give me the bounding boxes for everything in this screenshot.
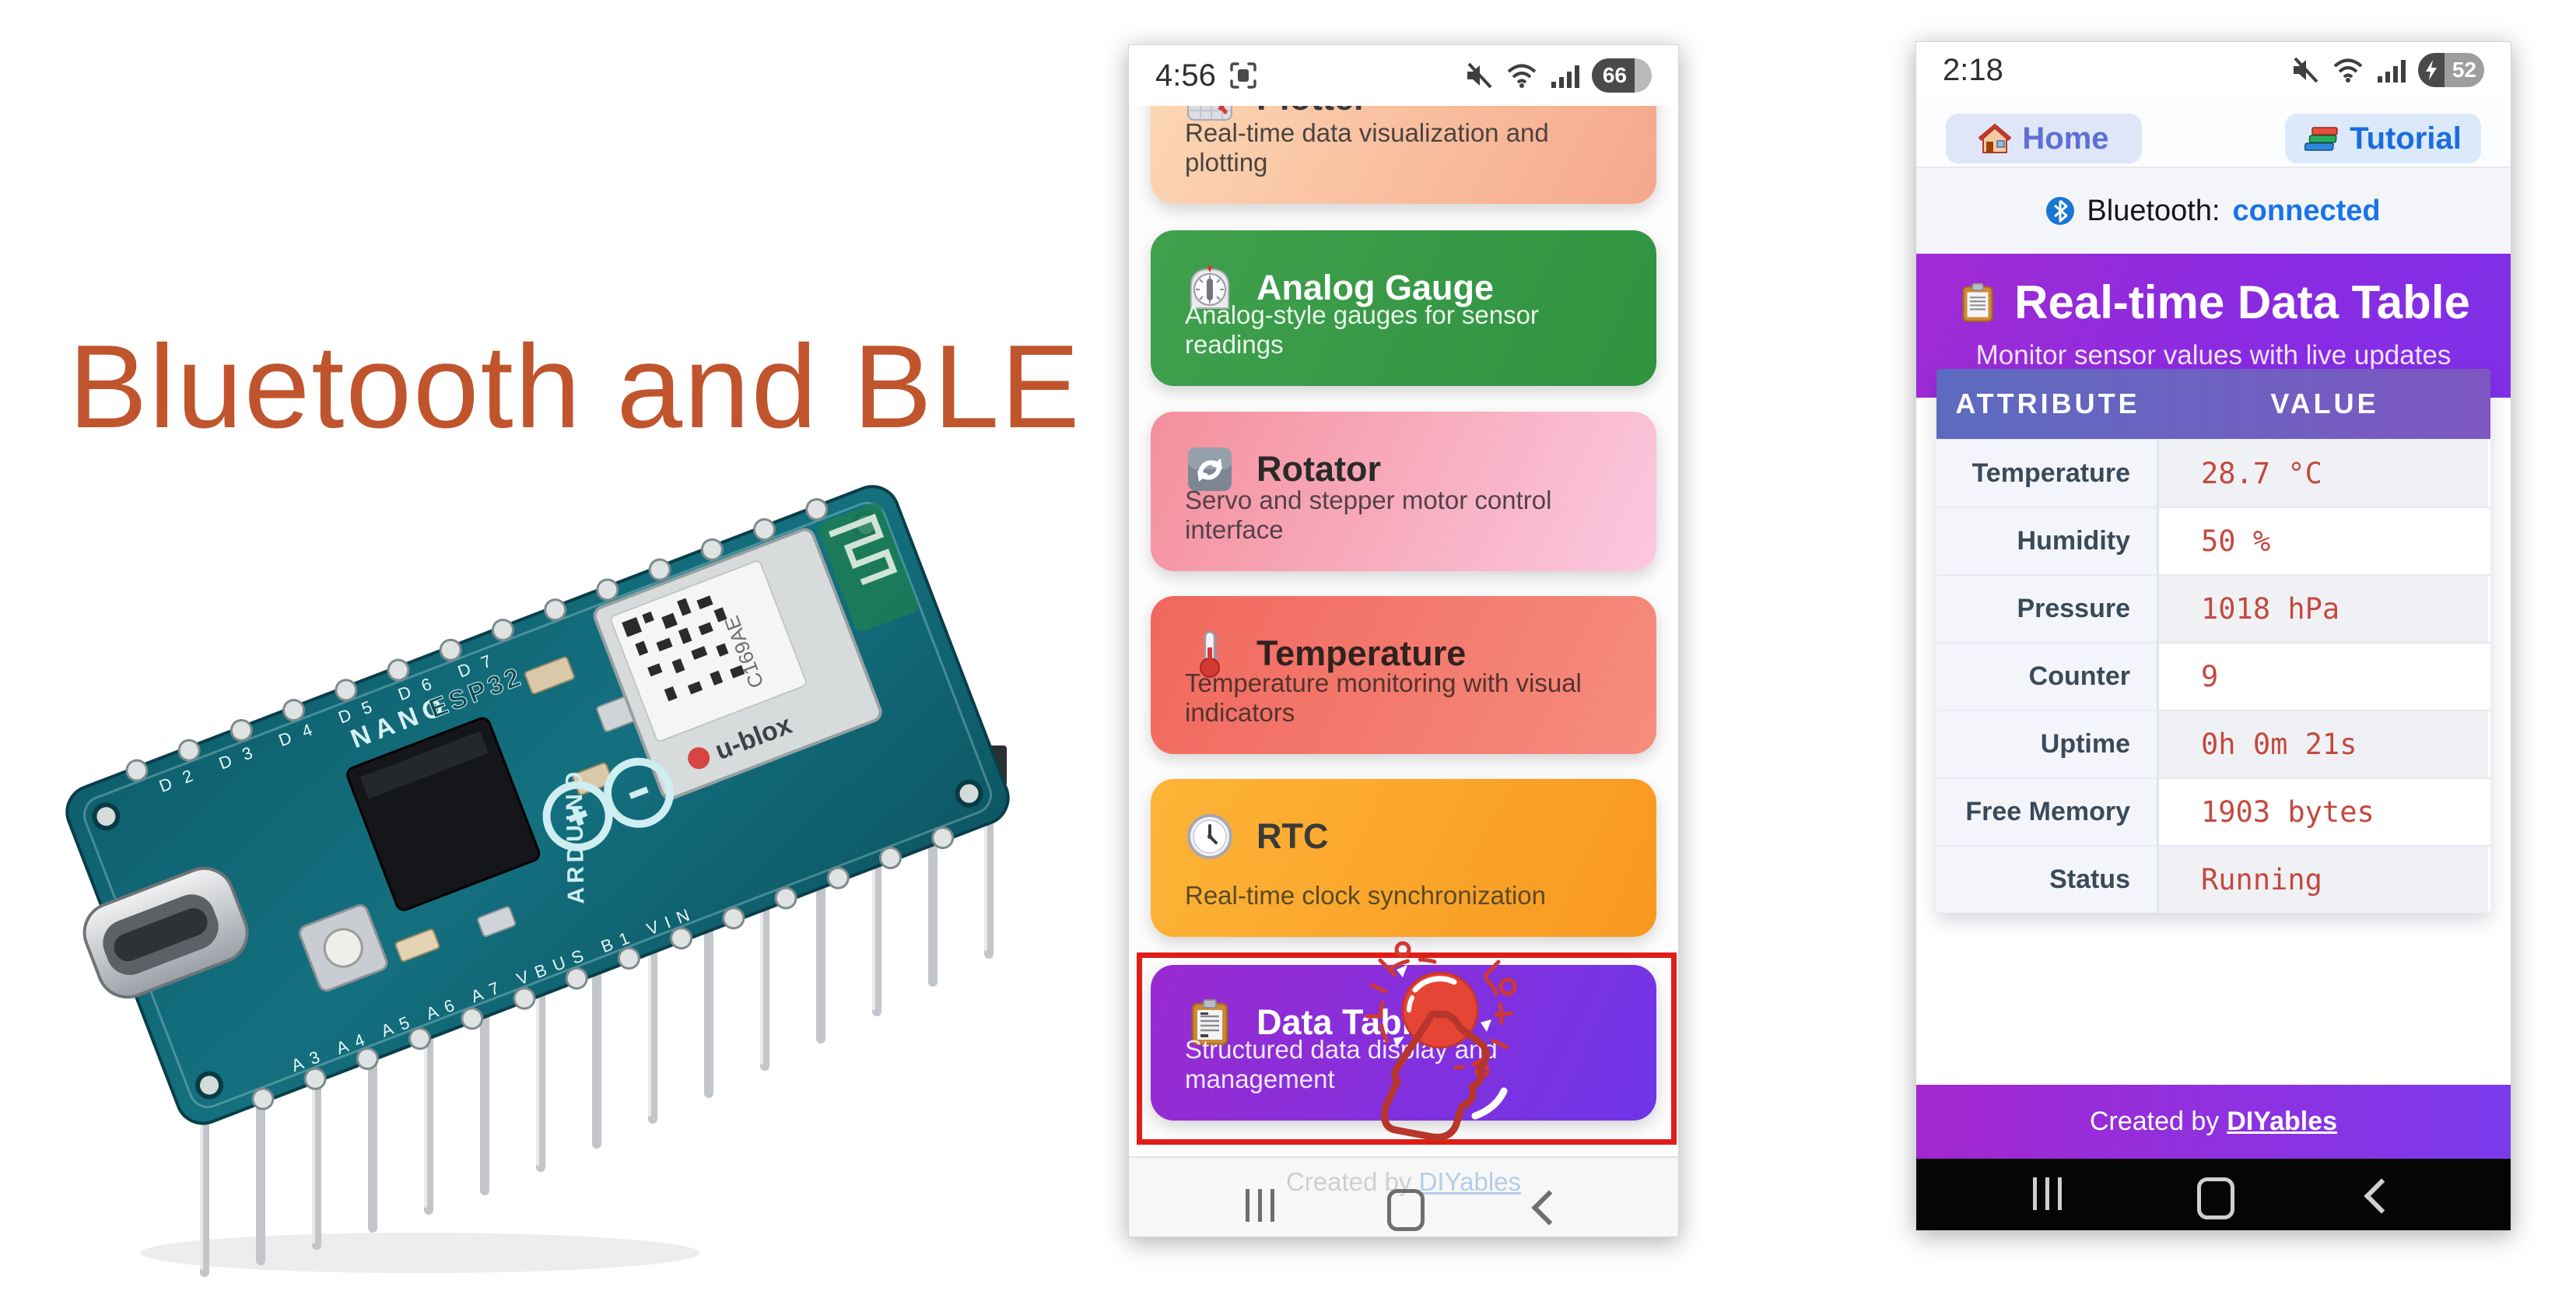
recents-button[interactable] (2033, 1177, 2062, 1219)
sensor-data-table: ATTRIBUTE VALUE Temperature 28.7 °C Humi… (1936, 369, 2490, 913)
rotate-arrows-icon (1185, 444, 1235, 494)
signal-icon (1551, 65, 1579, 88)
table-row: Counter 9 (1936, 642, 2490, 710)
feature-card-description: Analog-style gauges for sensor readings (1185, 300, 1539, 359)
status-bar: 4:56 (1129, 45, 1678, 106)
battery-charging-indicator: 52 (2417, 53, 2484, 87)
tap-gesture-annotation (1365, 941, 1517, 1141)
back-button[interactable] (1531, 1190, 1567, 1226)
table-row: Free Memory 1903 bytes (1936, 777, 2490, 845)
clock-time: 2:18 (1943, 52, 2003, 87)
page-header-subtitle: Monitor sensor values with live updates (1975, 340, 2452, 370)
pcb: C169AE u-blox NANO ESP32 ARDUINO D2 (65, 485, 1010, 1125)
feature-card-title: Analog Gauge (1256, 268, 1495, 307)
mute-icon (1467, 62, 1492, 89)
clock-time: 4:56 (1155, 58, 1216, 93)
feature-card-description: Servo and stepper motor control interfac… (1185, 486, 1552, 544)
created-by-text: Created by (2089, 1107, 2220, 1136)
back-button[interactable] (2364, 1178, 2399, 1214)
table-row: Humidity 50 % (1936, 507, 2490, 574)
castellated-pads (125, 498, 955, 1110)
feature-card-list: Plotter Real-time data visualization and… (1129, 106, 1678, 1156)
bluetooth-status-value: connected (2232, 194, 2381, 227)
timer-gauge-icon (1185, 263, 1235, 313)
home-button[interactable] (1386, 1189, 1425, 1231)
tutorial-nav-button[interactable]: Tutorial (2285, 114, 2481, 163)
clock-icon (1185, 812, 1235, 861)
feature-card-analog-gauge[interactable]: Analog Gauge Analog-style gauges for sen… (1151, 230, 1656, 386)
diyables-link[interactable]: DIYables (1418, 1167, 1522, 1196)
table-row: Pressure 1018 hPa (1936, 574, 2490, 642)
page-header-title: Real-time Data Table (2014, 276, 2470, 328)
arduino-board-photo: C169AE u-blox NANO ESP32 ARDUINO D2 (65, 485, 1010, 1277)
battery-indicator: 66 (1591, 58, 1652, 93)
table-header-row: ATTRIBUTE VALUE (1936, 369, 2490, 439)
bluetooth-status-row: Bluetooth: connected (1916, 168, 2511, 254)
feature-card-description: Temperature monitoring with visual indic… (1185, 668, 1582, 727)
webview-footer: Created by DIYables (1129, 1156, 1678, 1237)
battery-percent: 66 (1591, 58, 1635, 93)
column-header-value: VALUE (2270, 388, 2379, 419)
signal-icon (2377, 60, 2406, 82)
status-bar: 2:18 (1916, 42, 2511, 98)
feature-card-rtc[interactable]: RTC Real-time clock synchronization (1151, 779, 1656, 937)
wifi-icon (1507, 64, 1537, 88)
board-shadow (140, 1233, 700, 1273)
charging-bolt-icon (2425, 60, 2437, 80)
usb-c-connector (82, 866, 249, 999)
tutorial-label: Tutorial (2350, 121, 2462, 156)
wifi-icon (2333, 58, 2363, 82)
screen-capture-icon (1230, 62, 1256, 89)
feature-card-title: Rotator (1256, 449, 1381, 489)
battery-percent: 52 (2444, 53, 2484, 87)
feature-card-data-table[interactable]: Data Table Structured data display and m… (1151, 965, 1656, 1121)
feature-card-title: Plotter (1256, 106, 1368, 118)
app-footer: Created by DIYables (1916, 1085, 2511, 1159)
page-title: Bluetooth and BLE (68, 320, 1081, 453)
ublox-module: C169AE u-blox (593, 528, 882, 800)
chip-sheen (360, 731, 489, 799)
books-icon (2304, 127, 2338, 151)
feature-card-description: Real-time clock synchronization (1185, 881, 1547, 910)
reset-button (298, 904, 388, 992)
recents-button[interactable] (1246, 1189, 1274, 1231)
table-row: Status Running (1936, 845, 2490, 913)
android-nav-bar (1129, 1189, 1678, 1231)
table-row: Temperature 28.7 °C (1936, 439, 2490, 507)
created-by-text: Created by DIYables (1285, 1167, 1522, 1196)
android-nav-bar (1916, 1159, 2511, 1230)
diyables-link[interactable]: DIYables (2227, 1107, 2338, 1136)
house-icon (1978, 123, 2012, 153)
feature-card-temperature[interactable]: Temperature Temperature monitoring with … (1151, 596, 1656, 754)
clipboard-icon (1962, 282, 1993, 322)
feature-card-description: Real-time data visualization and plottin… (1185, 118, 1549, 177)
home-label: Home (2022, 121, 2109, 156)
mute-icon (2293, 57, 2318, 83)
feature-card-title: Temperature (1256, 633, 1467, 673)
feature-card-title: RTC (1256, 816, 1329, 856)
qr-code (622, 595, 745, 702)
feature-card-plotter[interactable]: Plotter Real-time data visualization and… (1151, 106, 1656, 204)
home-button[interactable] (2196, 1177, 2234, 1219)
app-nav-row: Home Tutorial (1916, 98, 2511, 168)
home-nav-button[interactable]: Home (1946, 114, 2142, 163)
phone-screenshot-menu: 4:56 (1128, 44, 1679, 1237)
thermometer-icon (1185, 629, 1235, 679)
feature-card-rotator[interactable]: Rotator Servo and stepper motor control … (1151, 412, 1656, 571)
phone-screenshot-data-table: 2:18 (1915, 41, 2511, 1231)
bluetooth-icon (2046, 197, 2075, 225)
column-header-attribute: ATTRIBUTE (1955, 388, 2140, 419)
table-row: Uptime 0h 0m 21s (1936, 710, 2490, 777)
clipboard-icon (1185, 998, 1235, 1047)
bluetooth-label: Bluetooth: (2087, 194, 2220, 227)
chart-decreasing-icon (1185, 106, 1235, 123)
arduino-infinity-logo (542, 757, 675, 851)
antenna-area (818, 503, 918, 632)
